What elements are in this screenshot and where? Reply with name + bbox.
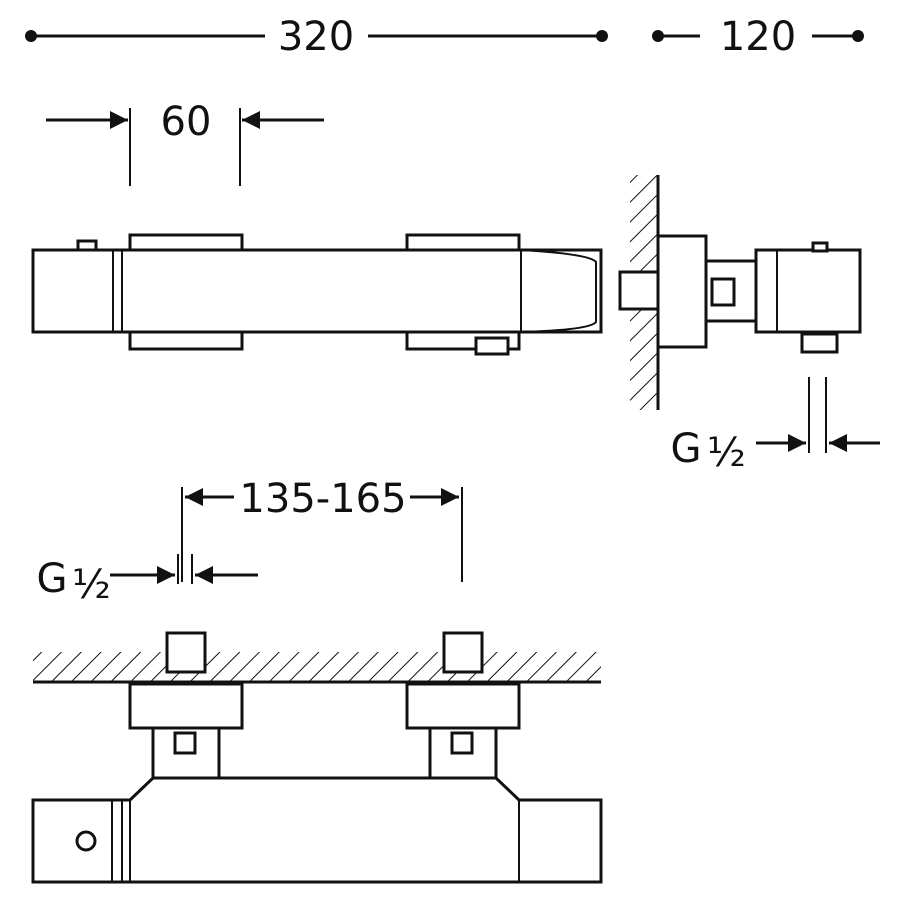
inlet-spacing-label: 135-165 — [239, 476, 406, 522]
dimension-handle-width: 60 — [46, 99, 324, 186]
side-thread-fraction: ½ — [707, 430, 746, 476]
front-view — [31, 233, 603, 356]
dimension-rear-thread: G ½ — [37, 554, 258, 608]
handle-width-label: 60 — [161, 99, 212, 145]
outlet-hole — [75, 830, 97, 852]
dimension-side-thread: G ½ — [671, 377, 880, 476]
dimension-inlet-spacing: 135-165 — [181, 476, 463, 582]
dimension-depth: 120 — [652, 14, 864, 60]
depth-label: 120 — [720, 14, 796, 60]
side-thread-letter: G — [671, 426, 702, 472]
rear-thread-fraction: ½ — [72, 562, 111, 608]
rear-thread-letter: G — [37, 556, 68, 602]
overall-length-label: 320 — [278, 14, 354, 60]
dimension-overall-length: 320 — [25, 14, 608, 60]
top-view — [31, 631, 603, 884]
side-view — [618, 175, 862, 410]
